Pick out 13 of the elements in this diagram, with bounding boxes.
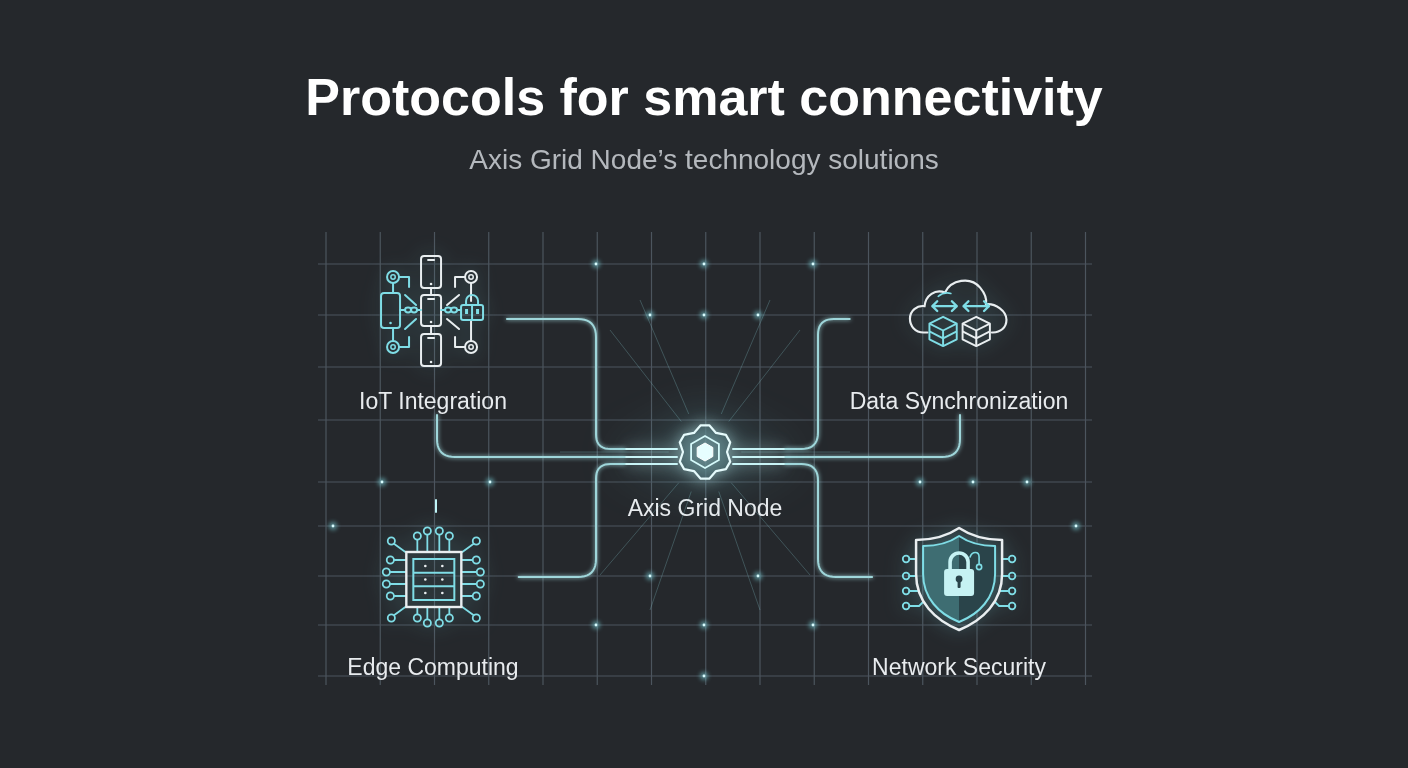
connector-line <box>784 463 874 578</box>
connector-line <box>517 463 626 578</box>
node-label: Network Security <box>872 653 1046 681</box>
connector-line <box>436 414 626 458</box>
connector-line <box>505 318 626 450</box>
node-label: Axis Grid Node <box>627 494 783 522</box>
connector-line <box>784 414 961 458</box>
subtitle: Axis Grid Node’s technology solutions <box>469 144 939 176</box>
node-label: IoT Integration <box>359 387 507 415</box>
node-label: Data Synchronization <box>849 387 1069 415</box>
node-label: Edge Computing <box>347 653 519 681</box>
title: Protocols for smart connectivity <box>305 68 1103 126</box>
connector-line <box>784 318 851 450</box>
